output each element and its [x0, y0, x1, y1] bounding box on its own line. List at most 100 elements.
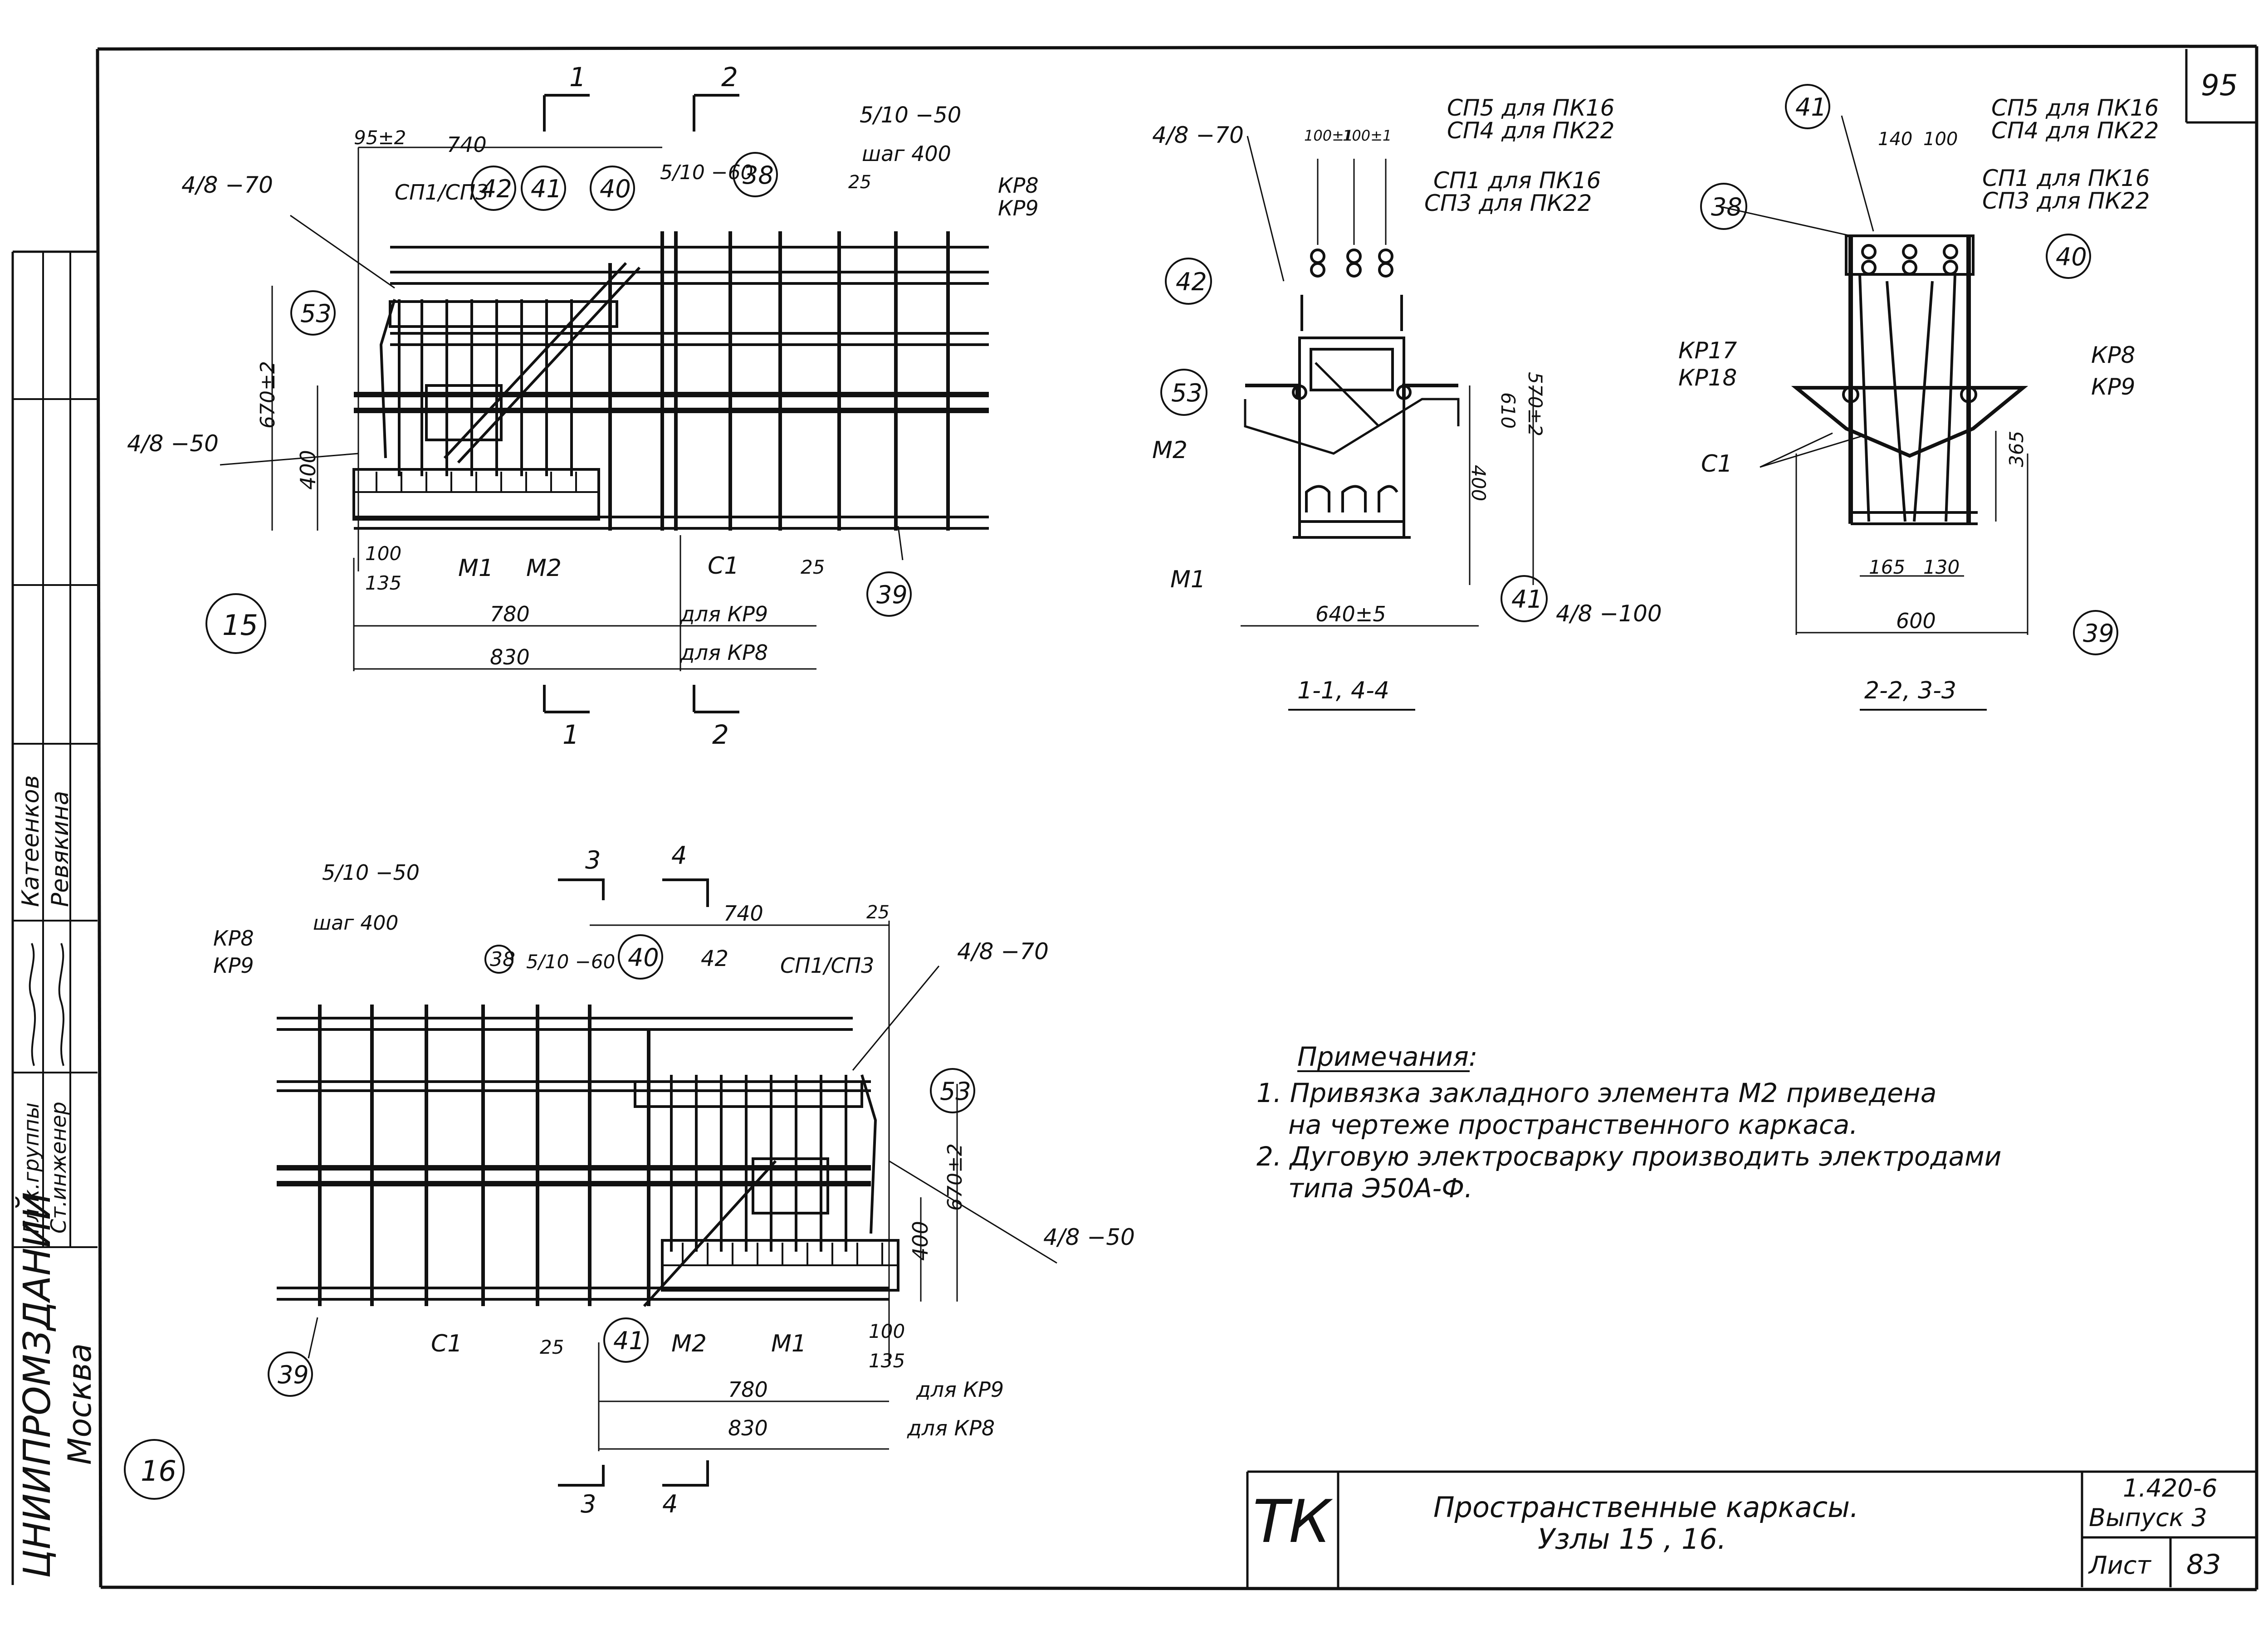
- section-2-2-callouts: [1700, 84, 2118, 655]
- node-16-kr8: КР8: [213, 926, 254, 951]
- node-15-dim-135: 135: [365, 572, 401, 594]
- node-15-for-kr9: для КР9: [680, 602, 768, 626]
- node-16-cut-4-bottom: 4: [662, 1490, 678, 1518]
- node-15-weld-5-10-60: 5/10 −60: [660, 161, 753, 184]
- node-15-dim-780: 780: [490, 602, 530, 626]
- title-block-sheet-number: 83: [2186, 1549, 2221, 1580]
- section-1-1-sp3: СП3 для ПК22: [1424, 190, 1592, 216]
- node-16-weld-5-10-60: 5/10 −60: [526, 951, 615, 973]
- node-15-circle-53: 53: [300, 299, 332, 328]
- node-15-dim-740: 740: [447, 132, 487, 157]
- node-15-dim-25-bottom: 25: [801, 556, 825, 578]
- signature-1: [29, 943, 36, 1066]
- node-15-dim-400: 400: [296, 450, 320, 490]
- section-2-2-circle-41: 41: [1795, 93, 1827, 122]
- notes-heading: Примечания:: [1297, 1041, 1477, 1072]
- node-15-circle-40: 40: [600, 175, 631, 203]
- section-1-1-weld: 4/8 −70: [1152, 122, 1244, 148]
- section-2-2-kr17: КР17: [1678, 337, 1737, 364]
- node-16-weld-4-8-50: 4/8 −50: [1043, 1224, 1135, 1250]
- node-15-dim-25-top: 25: [848, 172, 871, 193]
- node-16-circle-39: 39: [278, 1361, 309, 1389]
- page-number: 95: [2201, 69, 2238, 102]
- title-block-title-1: Пространственные каркасы.: [1433, 1491, 1859, 1524]
- section-2-2-dim-600: 600: [1896, 609, 1936, 633]
- node-15-dim-95: 95±2: [354, 127, 406, 149]
- section-1-1-circle-41: 41: [1511, 585, 1543, 614]
- node-15-circle-41: 41: [531, 175, 562, 203]
- node-16-dim-25-bottom: 25: [540, 1336, 564, 1358]
- signature-2: [58, 943, 64, 1066]
- section-2-2-sp4: СП4 для ПК22: [1991, 117, 2159, 144]
- node-16-dim-25-top: 25: [866, 902, 890, 923]
- node-15-circle-42: 42: [481, 175, 512, 203]
- stamp-name1: Катеенков: [17, 775, 44, 907]
- section-1-1-drawing: [1241, 136, 1534, 711]
- section-2-2-dim-140: 140: [1878, 129, 1912, 150]
- section-1-1-callouts: [1160, 258, 1548, 622]
- section-1-1-circle-42: 42: [1176, 268, 1207, 296]
- section-1-1-caption: 1-1, 4-4: [1297, 677, 1389, 704]
- section-1-1-dim-640: 640±5: [1315, 602, 1386, 626]
- title-block: [1246, 1470, 2257, 1587]
- node-16-m2: М2: [671, 1330, 707, 1357]
- node-16-circle-40: 40: [628, 943, 659, 972]
- section-2-2-sp3: СП3 для ПК22: [1982, 188, 2150, 214]
- section-1-1-dim-610: 610: [1497, 392, 1519, 429]
- note-1-line-2: на чертеже пространственного каркаса.: [1288, 1109, 1858, 1140]
- node-16-dim-780: 780: [728, 1377, 768, 1402]
- node-16-for-kr9: для КР9: [916, 1377, 1004, 1402]
- node-15-for-kr8: для КР8: [680, 640, 768, 665]
- node-16-step-400: шаг 400: [313, 912, 398, 935]
- node-15-dim-100: 100: [365, 542, 401, 565]
- stamp-org-name: ЦНИИПРОМЗДАНИЙ: [15, 1192, 59, 1578]
- node-15-cut-2: 2: [721, 62, 738, 93]
- node-15-callouts: [205, 152, 912, 654]
- title-block-series: 1.420-6: [2123, 1474, 2217, 1502]
- node-15-circle-39: 39: [876, 580, 908, 609]
- node-15-c1: С1: [708, 552, 739, 580]
- node-15-m2: М2: [526, 555, 562, 582]
- node-15-label: 15: [222, 609, 258, 642]
- stamp-role1: Гл.к.группы: [19, 1102, 44, 1234]
- node-16-dim-135: 135: [869, 1350, 905, 1372]
- stamp-role2: Ст.инженер: [46, 1102, 71, 1234]
- page-number-box: [2185, 49, 2257, 124]
- section-2-2-circle-40: 40: [2056, 243, 2087, 271]
- node-15-step-400: шаг 400: [862, 141, 951, 166]
- title-block-issue: Выпуск 3: [2089, 1503, 2207, 1532]
- title-block-code: ТК: [1253, 1487, 1333, 1556]
- node-16-label: 16: [141, 1454, 176, 1488]
- node-15-kr9: КР9: [998, 196, 1039, 220]
- section-2-2-sp1: СП1 для ПК16: [1982, 165, 2150, 191]
- note-2-line-1: 2. Дуговую электросварку производить эле…: [1256, 1141, 2002, 1172]
- node-16-dim-830: 830: [728, 1416, 768, 1440]
- section-1-1-sp5: СП5 для ПК16: [1447, 95, 1614, 121]
- stamp-city: Москва: [61, 1343, 98, 1465]
- section-1-1-dim-100b: 100±1: [1343, 127, 1392, 144]
- node-15-drawing: [220, 94, 989, 713]
- node-16-circle-41: 41: [613, 1327, 645, 1355]
- section-2-2-kr18: КР18: [1678, 365, 1737, 391]
- section-2-2-sp5: СП5 для ПК16: [1991, 95, 2159, 121]
- node-16-weld-4-8-70: 4/8 −70: [957, 938, 1049, 965]
- section-1-1-dim-100a: 100±1: [1304, 127, 1353, 144]
- node-16-cut-3-bottom: 3: [581, 1490, 596, 1518]
- node-16-dim-740: 740: [723, 901, 763, 926]
- node-15-cut-1-bottom: 1: [562, 719, 579, 750]
- node-16-drawing: [277, 878, 1057, 1487]
- section-2-2-drawing: [1719, 115, 2028, 711]
- stamp-name2: Ревякина: [47, 791, 74, 907]
- section-2-2-kr8: КР8: [2091, 342, 2135, 368]
- node-16-m1: М1: [771, 1330, 807, 1357]
- node-15-weld-4-8-50: 4/8 −50: [127, 430, 219, 457]
- node-15-cut-2-bottom: 2: [712, 719, 729, 750]
- node-16-circle-42: 42: [701, 946, 728, 971]
- node-16-c1: С1: [431, 1330, 462, 1357]
- node-16-cut-3: 3: [585, 846, 601, 874]
- node-16-circle-53: 53: [940, 1077, 971, 1106]
- node-16-weld-5-10-50: 5/10 −50: [322, 860, 420, 885]
- title-block-sheet-label: Лист: [2088, 1551, 2151, 1580]
- note-2-line-2: типа Э50А-Ф.: [1288, 1173, 1473, 1204]
